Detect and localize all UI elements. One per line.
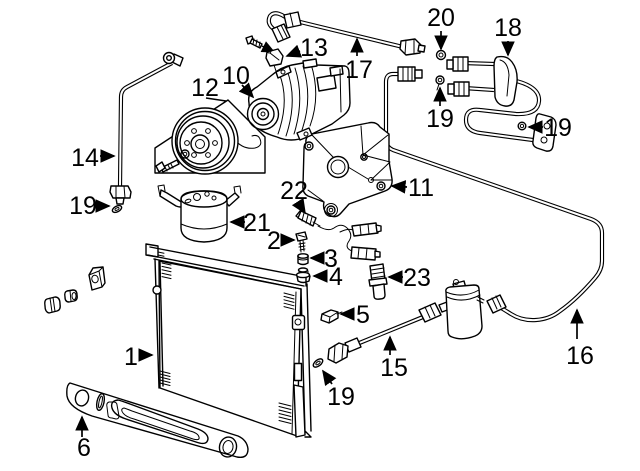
callout-4-label[interactable]: 4: [329, 263, 343, 291]
callout-22-label[interactable]: 22: [280, 177, 308, 205]
callout-19-top-label[interactable]: 19: [426, 105, 454, 133]
callout-21-label[interactable]: 21: [243, 209, 271, 237]
part-20-oring: [435, 49, 447, 61]
callout-6-label[interactable]: 6: [77, 434, 91, 462]
callout-17-label[interactable]: 17: [345, 56, 373, 84]
part-19-oring-top: [435, 75, 445, 91]
part-21-drier: [157, 184, 242, 243]
callout-arrow-13: [285, 44, 303, 58]
callout-16-label[interactable]: 16: [566, 342, 594, 370]
part-4-cap: [295, 267, 311, 284]
callout-arrow-22: [291, 197, 306, 215]
part-15-hose-drier: [327, 279, 507, 364]
callout-14-label[interactable]: 14: [71, 144, 99, 172]
part-19-oring-right: [517, 121, 527, 131]
part-19-oring-left: [111, 204, 123, 214]
callout-19-left-label[interactable]: 19: [69, 192, 97, 220]
callout-10-label[interactable]: 10: [222, 62, 250, 90]
part-3-cap: [297, 253, 309, 266]
callout-2-label[interactable]: 2: [267, 227, 281, 255]
part-5-plug: [320, 309, 343, 324]
part-9-bracket-clip: [88, 266, 106, 291]
part-11-bracket: [302, 121, 393, 218]
callout-11-label[interactable]: 11: [408, 174, 434, 202]
part-22-harness: [295, 210, 382, 261]
callout-12-label[interactable]: 12: [191, 74, 219, 102]
part-14-pipe: [109, 51, 184, 205]
part-18-pipe-assembly: [446, 55, 557, 152]
callout-19-bottom-label[interactable]: 19: [327, 383, 355, 411]
callout-20-label[interactable]: 20: [427, 4, 455, 32]
callout-13-label[interactable]: 13: [300, 34, 328, 62]
part-12-clutch-kit: [154, 99, 266, 175]
callout-arrow-19-bottom: [322, 369, 337, 387]
part-8-grommet: [44, 296, 61, 314]
callout-arrow-12: [205, 97, 227, 102]
callout-1-label[interactable]: 1: [124, 343, 138, 371]
part-23-sensor: [368, 263, 388, 300]
callout-18-label[interactable]: 18: [494, 14, 522, 42]
callout-15-label[interactable]: 15: [380, 354, 408, 382]
callout-arrow-10: [238, 82, 255, 99]
part-10-compressor: [246, 58, 351, 141]
part-1-condenser: [145, 243, 312, 438]
part-2-bolt: [295, 231, 308, 253]
part-13-valve: [245, 35, 284, 72]
part-6-lower-support: [66, 382, 249, 459]
callout-23-label[interactable]: 23: [403, 264, 431, 292]
callout-5-label[interactable]: 5: [356, 301, 370, 329]
callout-arrow-11: [390, 180, 408, 194]
part-19-oring-bottom: [312, 358, 324, 368]
callout-19-right-label[interactable]: 19: [544, 114, 572, 142]
part-7-grommet: [64, 289, 78, 303]
callout-3-label[interactable]: 3: [324, 245, 338, 273]
part-17-hose: [266, 11, 426, 56]
